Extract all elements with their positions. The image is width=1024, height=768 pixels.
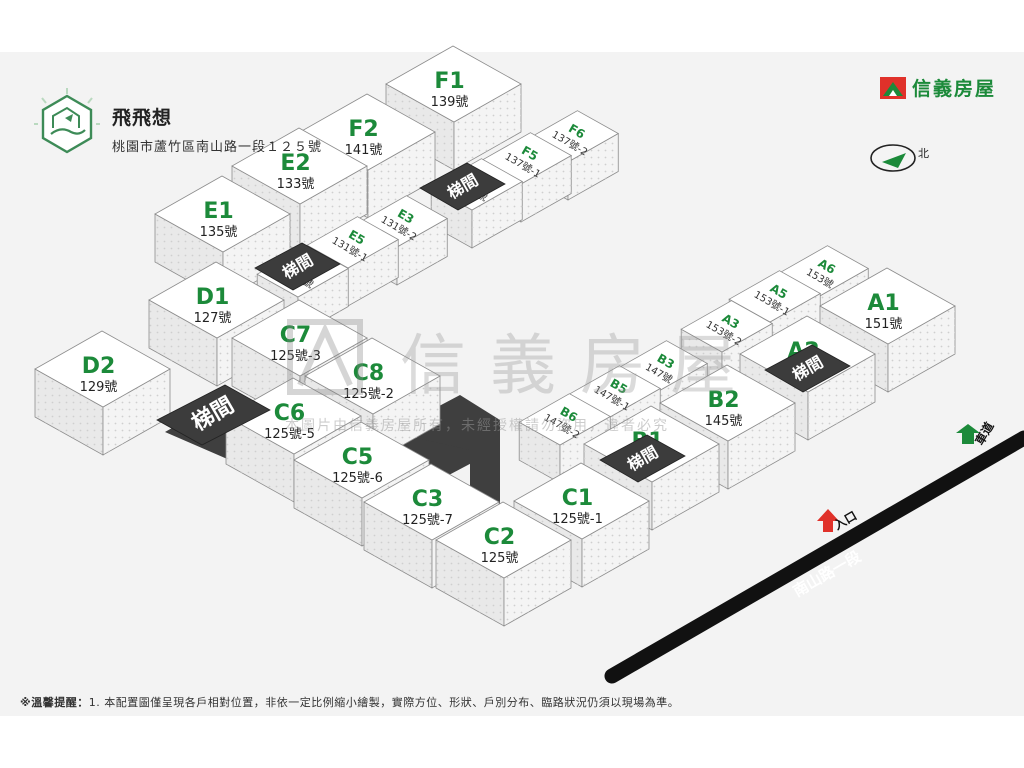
unit-number: 127號 — [194, 311, 232, 326]
unit-code: C5 — [342, 445, 373, 470]
stairwell: 梯間 — [599, 434, 686, 483]
unit-number: 125號 — [481, 551, 519, 566]
unit-number: 139號 — [431, 95, 469, 110]
unit-number: 125號-6 — [332, 471, 383, 486]
compass: 北 — [870, 144, 929, 172]
entrance-arrow-icon — [817, 509, 839, 532]
stairwell: 梯間 — [254, 242, 341, 291]
stairwell: 梯間 — [764, 344, 851, 393]
brand-logo: 信義房屋 — [880, 74, 996, 101]
unit-number: 125號-7 — [402, 513, 453, 528]
watermark-text: 信義房屋 — [400, 327, 760, 404]
unit-code: C8 — [353, 361, 384, 386]
driveway-marker: 車道 — [956, 419, 997, 448]
driveway-label: 車道 — [972, 419, 997, 447]
unit-code: E1 — [203, 199, 233, 224]
watermark-notice: 本圖片由信義房屋所有，未經授權請勿盜用，違者必究 — [285, 417, 669, 434]
unit-number: 151號 — [865, 317, 903, 332]
unit-code: B2 — [707, 388, 739, 413]
project-name: 飛飛想 — [112, 107, 173, 129]
unit-number: 125號-2 — [343, 387, 394, 402]
unit-number: 129號 — [80, 380, 118, 395]
north-arrow-icon — [882, 153, 906, 168]
brand-name: 信義房屋 — [912, 78, 997, 100]
unit-number: 125號-1 — [552, 512, 603, 527]
watermark — [287, 319, 363, 395]
unit-number: 141號 — [345, 143, 383, 158]
disclaimer-text: 1. 本配置圖僅呈現各戶相對位置，非依一定比例縮小繪製，實際方位、形狀、戶別分布… — [88, 696, 680, 709]
unit-number: 125號-3 — [270, 349, 321, 364]
driveway-arrow-icon — [956, 424, 980, 444]
unit-code: A1 — [867, 291, 899, 316]
unit-number: 133號 — [277, 177, 315, 192]
stairwell: 梯間 — [419, 162, 506, 211]
unit-number: 125號-5 — [264, 427, 315, 442]
unit-number: 145號 — [705, 414, 743, 429]
unit-number: 135號 — [200, 225, 238, 240]
unit-code: D1 — [196, 285, 230, 310]
unit-c2 — [435, 501, 572, 627]
disclaimer-label: ※溫馨提醒： — [20, 696, 89, 709]
unit-code: C1 — [562, 486, 593, 511]
unit-code: C6 — [274, 401, 305, 426]
compass-label: 北 — [918, 147, 929, 160]
unit-code: F2 — [348, 117, 378, 142]
unit-code: C7 — [280, 323, 311, 348]
disclaimer: ※溫馨提醒：1. 本配置圖僅呈現各戶相對位置，非依一定比例縮小繪製，實際方位、形… — [20, 694, 679, 710]
unit-code: D2 — [82, 354, 116, 379]
project-address: 桃園市蘆竹區南山路一段１２５號 — [112, 140, 323, 155]
road — [604, 430, 1024, 684]
brand-mark-icon — [880, 76, 906, 99]
unit-code: C2 — [484, 525, 515, 550]
unit-d2 — [34, 330, 171, 456]
unit-b6 — [518, 393, 612, 484]
project-logo — [34, 88, 100, 154]
unit-code: C3 — [412, 487, 443, 512]
unit-code: F1 — [434, 69, 464, 94]
unit-code: E2 — [280, 151, 310, 176]
